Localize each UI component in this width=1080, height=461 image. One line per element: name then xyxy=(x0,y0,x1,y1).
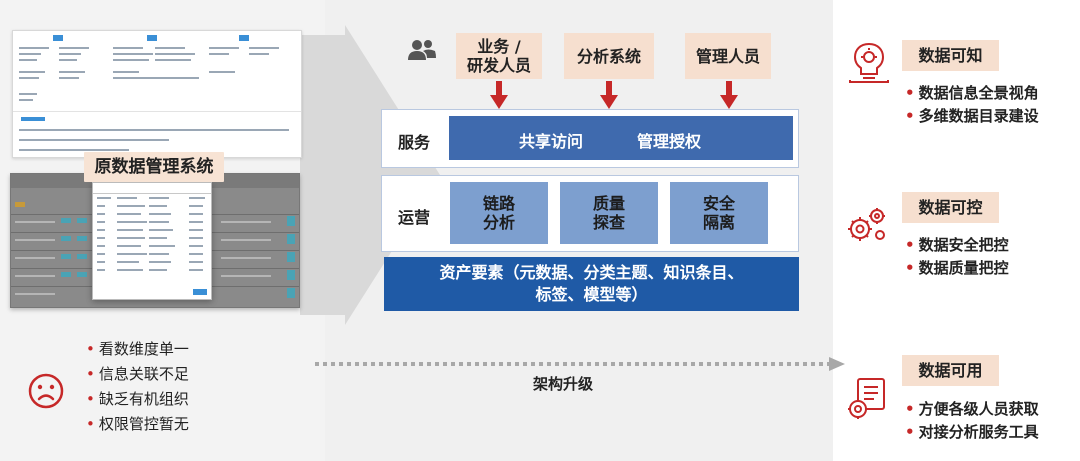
role-managers: 管理人员 xyxy=(685,33,771,79)
gears-icon xyxy=(848,208,885,241)
goal-item: •数据信息全景视角 xyxy=(905,84,1039,102)
old-system-screenshot-overview xyxy=(12,30,302,158)
ops-item-quality: 质量 探查 xyxy=(560,182,658,244)
service-item-shared-access: 共享访问 xyxy=(519,132,584,151)
upgrade-label: 架构升级 xyxy=(533,375,594,393)
ops-item-security: 安全 隔离 xyxy=(670,182,768,244)
upgrade-arrow xyxy=(315,357,845,371)
old-system-label: 原数据管理系统 xyxy=(84,152,224,182)
goal-title-usable: 数据可用 xyxy=(902,355,999,386)
knowledge-head-icon xyxy=(849,42,889,83)
goal-title-knowable: 数据可知 xyxy=(902,40,999,71)
problem-item: •信息关联不足 xyxy=(86,365,189,383)
down-arrow-icon xyxy=(490,81,508,109)
goal-item: •多维数据目录建设 xyxy=(905,107,1039,125)
problem-list: •看数维度单一 •信息关联不足 •缺乏有机组织 •权限管控暂无 xyxy=(86,337,189,437)
problem-item: •看数维度单一 xyxy=(86,340,189,358)
service-bar: 共享访问 管理授权 xyxy=(449,116,793,160)
goal-item: •方便各级人员获取 xyxy=(905,400,1039,418)
service-item-authorization: 管理授权 xyxy=(637,132,702,151)
goal-list-controllable: •数据安全把控 •数据质量把控 xyxy=(905,234,1009,280)
problem-item: •缺乏有机组织 xyxy=(86,390,189,408)
sad-face-icon xyxy=(28,373,64,409)
users-icon xyxy=(408,40,436,60)
goal-item: •对接分析服务工具 xyxy=(905,423,1039,441)
goal-list-usable: •方便各级人员获取 •对接分析服务工具 xyxy=(905,398,1039,444)
transition-arrow xyxy=(300,25,440,325)
problem-item: •权限管控暂无 xyxy=(86,415,189,433)
asset-elements-bar: 资产要素（元数据、分类主题、知识条目、 标签、模型等） xyxy=(384,257,799,311)
old-system-screenshot-dialog xyxy=(92,182,212,300)
goal-list-knowable: •数据信息全景视角 •多维数据目录建设 xyxy=(905,82,1039,128)
goal-item: •数据质量把控 xyxy=(905,259,1009,277)
down-arrow-icon xyxy=(720,81,738,109)
operations-layer-label: 运营 xyxy=(398,208,431,227)
document-gear-icon xyxy=(848,378,885,419)
role-business-developers: 业务 / 研发人员 xyxy=(456,33,542,79)
down-arrow-icon xyxy=(600,81,618,109)
service-layer-label: 服务 xyxy=(398,133,431,152)
role-analysis-system: 分析系统 xyxy=(564,33,654,79)
goal-title-controllable: 数据可控 xyxy=(902,192,999,223)
goal-item: •数据安全把控 xyxy=(905,236,1009,254)
ops-item-lineage: 链路 分析 xyxy=(450,182,548,244)
